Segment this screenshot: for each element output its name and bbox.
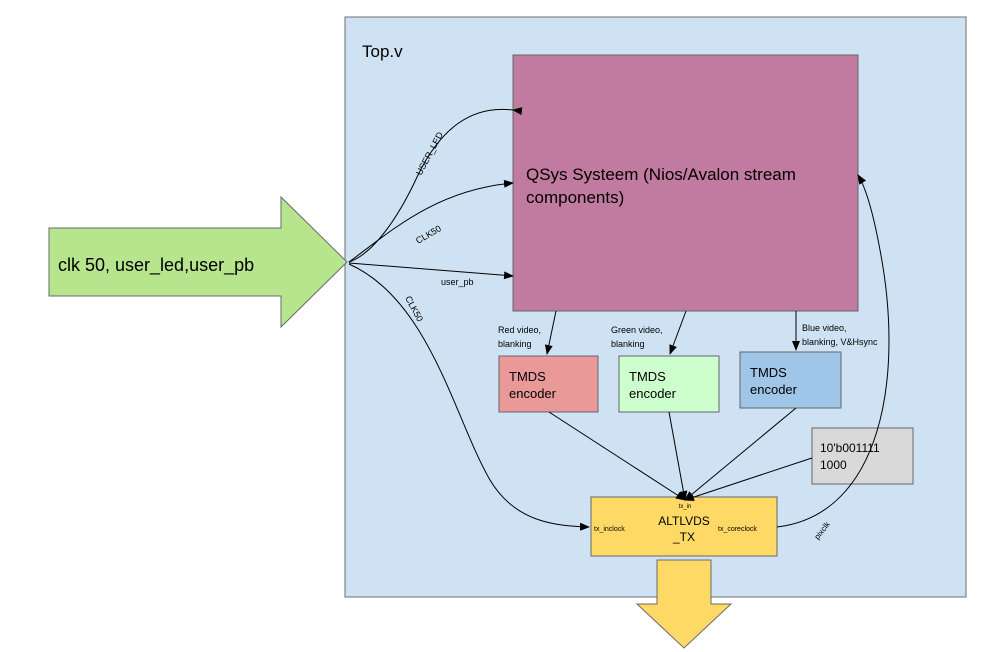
output-arrow	[635, 559, 733, 649]
input-arrow	[48, 195, 348, 329]
label-blue-2: blanking, V&Hsync	[802, 337, 878, 347]
tmds-green-line1: TMDS	[629, 369, 666, 384]
qsys-label-line2: components)	[526, 188, 624, 207]
tmds-red-line1: TMDS	[509, 369, 546, 384]
tmds-encoder-blue	[739, 351, 842, 409]
tmds-encoder-red	[498, 355, 599, 413]
altlvds-tx-inclock: tx_inclock	[594, 526, 625, 533]
altlvds-tx-coreclock: tx_coreclock	[718, 526, 757, 533]
wire-red-video	[544, 310, 557, 355]
label-green-2: blanking	[611, 339, 645, 349]
label-user-pb: user_pb	[441, 277, 474, 287]
wire-blue-to-tx	[684, 407, 797, 501]
altlvds-tx-in: tx_in	[679, 504, 692, 510]
top-module-label: Top.v	[362, 42, 403, 61]
constant-line1: 10'b001111	[820, 441, 880, 455]
wire-red-to-tx	[548, 411, 686, 501]
wire-clk50-qsys	[348, 179, 514, 263]
wire-green-to-tx	[668, 411, 688, 501]
label-red-2: blanking	[498, 339, 532, 349]
tmds-blue-line2: encoder	[750, 382, 798, 397]
wire-const-to-tx	[684, 457, 813, 501]
altlvds-line1: ALTLVDS	[658, 514, 710, 528]
tmds-red-line2: encoder	[509, 386, 557, 401]
label-blue-1: Blue video,	[802, 323, 847, 333]
constant-box	[811, 427, 914, 485]
wire-pixclk	[776, 174, 890, 528]
constant-line2: 1000	[820, 458, 847, 472]
altlvds-block	[590, 496, 778, 557]
wire-user-pb	[348, 262, 514, 280]
wire-user-led	[348, 107, 523, 263]
tmds-green-line2: encoder	[629, 386, 677, 401]
wire-green-video	[669, 310, 687, 355]
altlvds-line2: _TX	[672, 530, 695, 544]
label-red-1: Red video,	[498, 325, 541, 335]
label-green-1: Green video,	[611, 325, 663, 335]
tmds-blue-line1: TMDS	[750, 365, 787, 380]
tmds-encoder-green	[618, 355, 720, 413]
qsys-label-line1: QSys Systeem (Nios/Avalon stream	[526, 165, 796, 184]
input-arrow-label: clk 50, user_led,user_pb	[58, 255, 254, 276]
wire-clk50-altlvds	[348, 263, 590, 531]
